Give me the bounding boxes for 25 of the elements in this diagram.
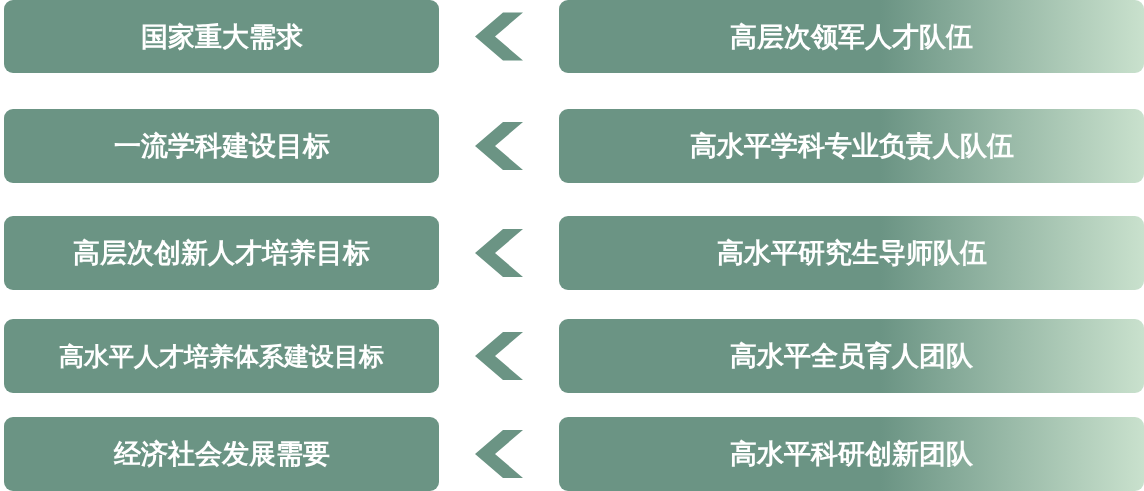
box-label: 高水平全员育人团队 xyxy=(730,339,973,373)
chevron-arrow xyxy=(475,430,523,478)
team-box xyxy=(559,0,1144,73)
box-label: 国家重大需求 xyxy=(140,19,303,54)
box-label: 高层次创新人才培养目标 xyxy=(73,236,370,270)
team-box xyxy=(559,417,1144,491)
chevron-arrow xyxy=(475,332,523,380)
chevron-arrow xyxy=(475,122,523,170)
goal-box xyxy=(4,109,439,183)
chevron-arrow xyxy=(475,12,523,61)
team-box xyxy=(559,109,1144,183)
chevron-arrow xyxy=(475,229,523,277)
box-label: 高层次领军人才队伍 xyxy=(730,19,973,54)
team-box xyxy=(559,319,1144,393)
goal-box xyxy=(4,417,439,491)
box-label: 一流学科建设目标 xyxy=(113,129,330,163)
goal-box xyxy=(4,319,439,393)
box-label: 高水平科研创新团队 xyxy=(730,437,973,471)
box-label: 高水平学科专业负责人队伍 xyxy=(689,129,1014,163)
team-box xyxy=(559,216,1144,290)
box-label: 高水平研究生导师队伍 xyxy=(716,236,987,270)
goal-box xyxy=(4,216,439,290)
goal-box xyxy=(4,0,439,73)
box-label: 经济社会发展需要 xyxy=(113,437,330,471)
box-label: 高水平人才培养体系建设目标 xyxy=(59,340,384,373)
